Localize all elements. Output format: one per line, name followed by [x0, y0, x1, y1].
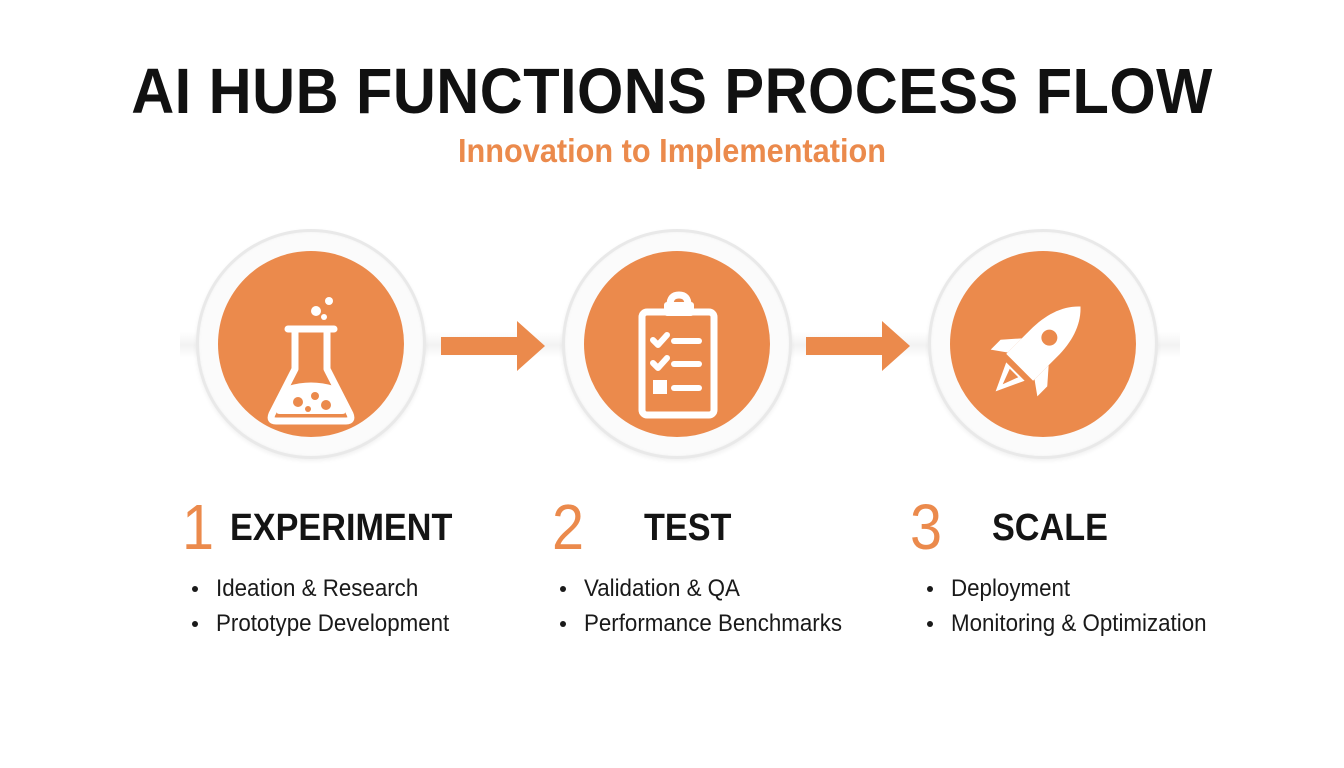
list-item: Performance Benchmarks	[558, 606, 861, 641]
list-item: Ideation & Research	[190, 571, 467, 606]
list-item: Monitoring & Optimization	[925, 606, 1226, 641]
step-3-badge	[950, 251, 1136, 437]
step-1-title: EXPERIMENT	[230, 507, 453, 549]
step-2-bullets: Validation & QA Performance Benchmarks	[558, 571, 861, 641]
clipboard-checklist-icon	[638, 291, 718, 419]
step-3-bullets: Deployment Monitoring & Optimization	[925, 571, 1226, 641]
flow-arrow-2	[806, 321, 910, 371]
step-2-number: 2	[552, 491, 585, 563]
list-item: Deployment	[925, 571, 1226, 606]
step-1-circle	[196, 229, 426, 459]
list-item: Prototype Development	[190, 606, 467, 641]
step-3-title: SCALE	[992, 507, 1108, 549]
page-subtitle: Innovation to Implementation	[458, 132, 886, 169]
flow-arrow-1	[441, 321, 545, 371]
page-title: AI HUB FUNCTIONS PROCESS FLOW	[131, 55, 1213, 127]
rocket-icon	[990, 306, 1081, 397]
step-3-circle	[928, 229, 1158, 459]
flask-icon	[267, 297, 355, 425]
step-1-bullets: Ideation & Research Prototype Developmen…	[190, 571, 467, 641]
step-1-number: 1	[182, 491, 215, 563]
step-2-title: TEST	[644, 507, 732, 549]
list-item: Validation & QA	[558, 571, 861, 606]
step-2-badge	[584, 251, 770, 437]
step-2-circle	[562, 229, 792, 459]
step-3-number: 3	[910, 491, 943, 563]
step-1-badge	[218, 251, 404, 437]
